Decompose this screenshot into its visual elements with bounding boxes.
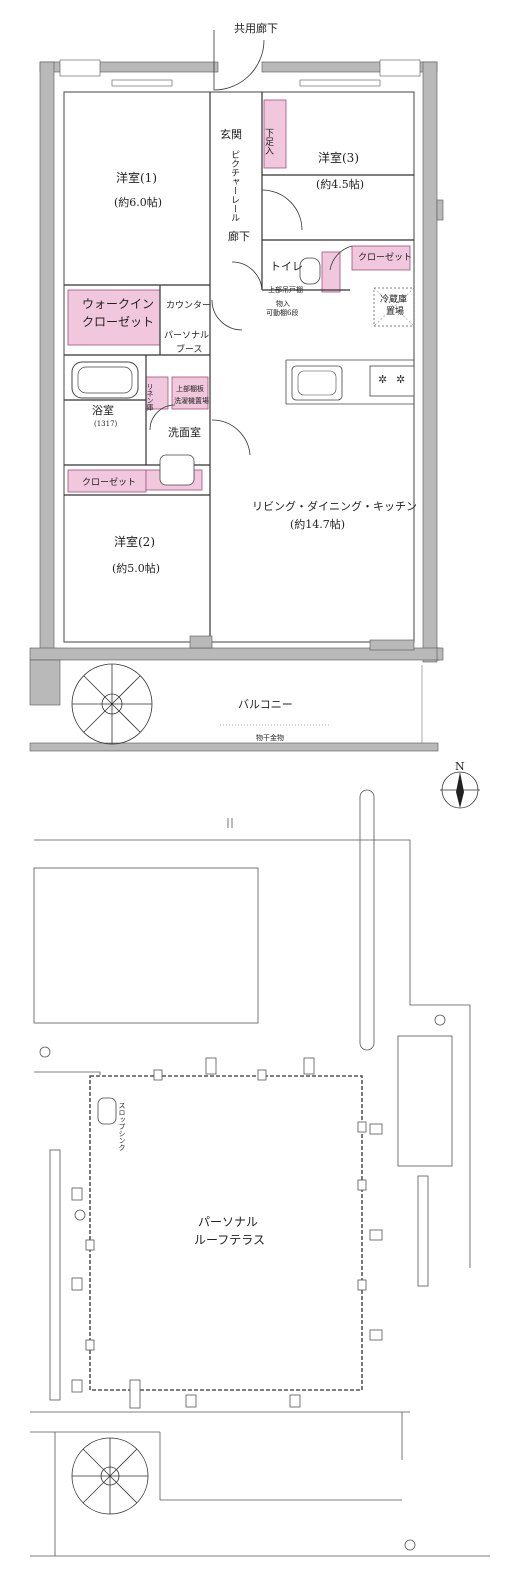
room1-name: 洋室(1) <box>116 170 157 185</box>
compass-n-label: N <box>455 760 465 773</box>
bathroom-label: 浴室 <box>92 403 114 417</box>
roof-terrace-label-1: パーソナル <box>198 1215 258 1229</box>
linen-label: リネン庫 <box>146 383 154 412</box>
walk-in-closet-label-1: ウォークイン <box>82 297 154 311</box>
room1-size: (約6.0帖) <box>114 195 162 209</box>
lower-plan <box>30 789 490 1557</box>
entrance-label: 玄関 <box>220 127 242 141</box>
toilet-label: トイレ <box>270 260 303 273</box>
ldk-name: リビング・ダイニング・キッチン <box>252 499 417 513</box>
hallway-label: 廊下 <box>228 229 250 243</box>
washroom-label: 洗面室 <box>168 425 201 439</box>
spiral-stair-lower <box>71 1437 149 1515</box>
upper-plan: ✲ ✲ <box>29 30 480 828</box>
fridge-label-1: 冷蔵庫 <box>380 293 407 305</box>
upper-shelf-label-2: 洗濯機置場 <box>174 396 209 405</box>
fridge-label-2: 置場 <box>386 305 404 317</box>
counter-label: カウンター <box>166 300 211 311</box>
upper-cabinet-label: 上部吊戸棚 <box>268 285 303 294</box>
storage-label-1: 物入 <box>276 299 290 308</box>
spiral-stair-upper <box>71 663 153 745</box>
personal-booth-label-2: ブース <box>176 343 203 355</box>
room3-size: (約4.5帖) <box>316 177 364 191</box>
picture-rail-label: ピクチャーレール <box>229 150 240 222</box>
storage-label-2: 可動棚6段 <box>266 308 298 317</box>
closet-room3-area <box>351 245 411 271</box>
balcony-label: バルコニー <box>238 698 293 711</box>
svg-text:✲: ✲ <box>378 373 387 386</box>
roof-terrace-label-2: ルーフテラス <box>194 1233 265 1247</box>
svg-text:✲: ✲ <box>396 373 405 386</box>
room2-name: 洋室(2) <box>114 534 155 549</box>
ldk-size: (約14.7帖) <box>290 517 345 531</box>
bathroom-size-label: (1317) <box>94 420 118 428</box>
shoe-storage-area <box>263 99 287 169</box>
room3-name: 洋室(3) <box>318 150 359 165</box>
shoe-storage-label: 下足入 <box>263 128 274 155</box>
room2-size: (約5.0帖) <box>112 561 160 575</box>
common-corridor-label: 共用廊下 <box>234 21 278 35</box>
personal-booth-label-1: パーソナル <box>164 330 209 341</box>
drying-hardware-label: 物干金物 <box>256 733 284 742</box>
compass-icon <box>440 771 480 809</box>
closet-room2-label: クローゼット <box>82 476 136 488</box>
walk-in-closet-label-2: クローゼット <box>82 315 154 329</box>
slop-sink-label: スロップシンク <box>118 1102 126 1151</box>
closet-room3-label: クローゼット <box>358 251 412 263</box>
upper-shelf-label-1: 上部棚板 <box>176 384 204 393</box>
